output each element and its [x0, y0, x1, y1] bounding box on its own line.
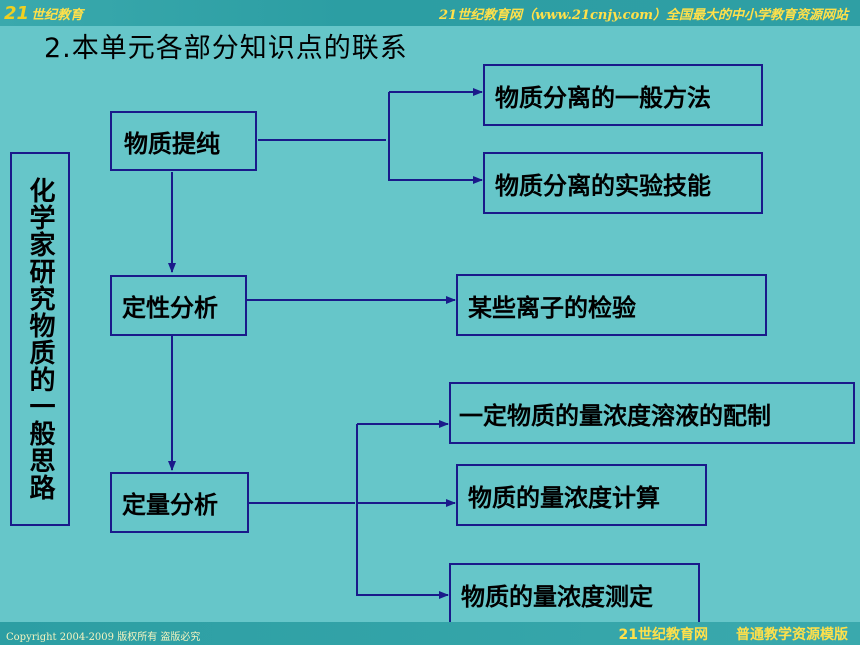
- node-concentration-calc-label: 物质的量浓度计算: [468, 483, 660, 512]
- node-purification: 物质提纯: [110, 111, 257, 171]
- node-separation-methods-label: 物质分离的一般方法: [495, 83, 711, 112]
- site-banner: 21世纪教育网（www.21cnjy.com）全国最大的中小学教育资源网站: [439, 8, 848, 23]
- node-purification-label: 物质提纯: [124, 129, 220, 158]
- copyright-notice: Copyright 2004-2009 版权所有 盗版必究: [6, 632, 201, 643]
- node-quantitative: 定量分析: [110, 472, 249, 533]
- node-qualitative: 定性分析: [110, 275, 247, 336]
- footer-brand: 21世纪教育网 普通教学资源模版: [619, 624, 848, 644]
- footer-brand-left[interactable]: 21世纪教育网: [618, 627, 708, 643]
- node-qualitative-label: 定性分析: [122, 294, 218, 322]
- footer-bar: [0, 622, 860, 645]
- node-quantitative-label: 定量分析: [122, 491, 218, 519]
- vertical-label: 化学家研究物质的一般思路: [25, 177, 55, 501]
- node-ion-test-label: 某些离子的检验: [468, 293, 636, 322]
- footer-brand-right: 普通教学资源模版: [736, 627, 848, 643]
- node-ion-test: 某些离子的检验: [456, 274, 767, 336]
- vertical-label-box: 化学家研究物质的一般思路: [10, 152, 70, 526]
- node-solution-prep-label: 一定物质的量浓度溶液的配制: [459, 401, 771, 430]
- node-concentration-measure: 物质的量浓度测定: [449, 563, 700, 625]
- node-concentration-calc: 物质的量浓度计算: [456, 464, 707, 526]
- site-logo[interactable]: 21 世纪教育: [4, 1, 83, 25]
- node-separation-skills: 物质分离的实验技能: [483, 152, 763, 214]
- node-separation-skills-label: 物质分离的实验技能: [495, 171, 711, 200]
- logo-mark: 21: [4, 2, 30, 24]
- node-concentration-measure-label: 物质的量浓度测定: [461, 582, 653, 611]
- header-bar: [0, 0, 860, 26]
- page-title: 2.本单元各部分知识点的联系: [44, 33, 408, 64]
- logo-text: 世纪教育: [31, 7, 84, 23]
- node-separation-methods: 物质分离的一般方法: [483, 64, 763, 126]
- node-solution-prep: 一定物质的量浓度溶液的配制: [449, 382, 855, 444]
